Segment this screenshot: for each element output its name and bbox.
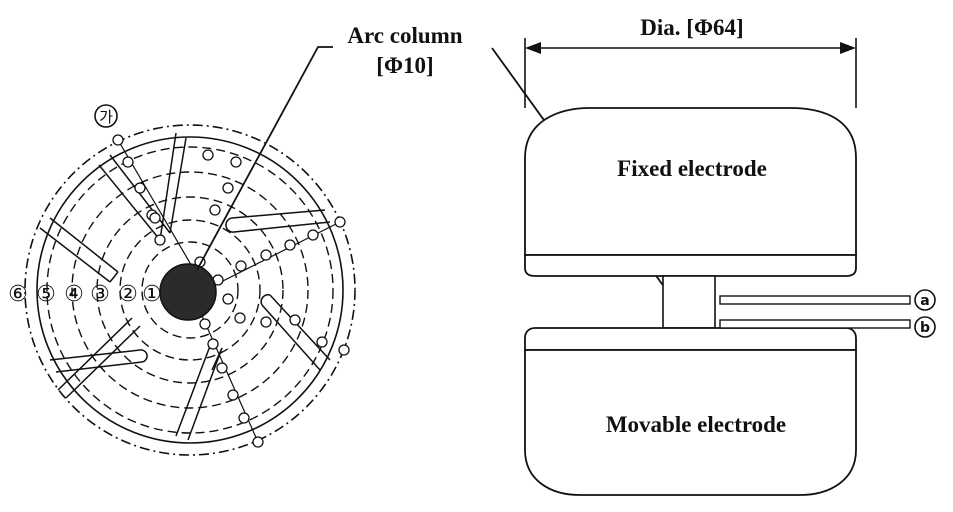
movable-electrode-base bbox=[524, 327, 857, 351]
probe-b-label: b bbox=[920, 320, 930, 336]
spiral-slot-left bbox=[39, 217, 119, 283]
ring-marker-1: ① bbox=[142, 282, 162, 307]
spiral-slot-left-lower bbox=[49, 317, 148, 399]
dimension-arrow-left bbox=[525, 42, 541, 54]
ring-markers: ⑥ ⑤ ④ ③ ② ① bbox=[8, 282, 162, 307]
ring-marker-5: ⑤ bbox=[36, 282, 56, 307]
spiral-slot-right bbox=[225, 209, 331, 233]
probe-b: b bbox=[719, 316, 936, 338]
movable-electrode-label: Movable electrode bbox=[606, 412, 786, 437]
measurement-points bbox=[112, 134, 350, 448]
spiral-slot-right-lower bbox=[260, 294, 331, 371]
outer-boundary-circle bbox=[24, 124, 356, 456]
arc-column-side bbox=[662, 275, 716, 329]
ring-marker-3: ③ bbox=[90, 282, 110, 307]
ring-marker-6: ⑥ bbox=[8, 282, 28, 307]
ring-marker-2: ② bbox=[118, 282, 138, 307]
dimension-arrow-right bbox=[840, 42, 856, 54]
arc-column-spot bbox=[159, 263, 217, 321]
leader-to-top-view bbox=[196, 46, 333, 271]
ring-2 bbox=[141, 241, 239, 339]
fixed-electrode bbox=[524, 107, 857, 277]
arc-column-label: Arc column bbox=[347, 23, 462, 48]
diameter-dimension bbox=[524, 38, 857, 108]
ring-marker-4: ④ bbox=[64, 282, 84, 307]
contact-top-view bbox=[24, 124, 356, 456]
arc-column-diameter-label: [Φ10] bbox=[376, 53, 433, 78]
fixed-electrode-base bbox=[524, 254, 857, 277]
probe-a: a bbox=[719, 289, 936, 311]
movable-electrode bbox=[524, 327, 857, 496]
ring-5 bbox=[71, 171, 309, 409]
ring-4 bbox=[96, 196, 284, 384]
fixed-electrode-label: Fixed electrode bbox=[617, 156, 767, 181]
probe-a-label: a bbox=[920, 293, 929, 309]
ga-marker-label: 가 bbox=[99, 108, 113, 126]
disk-edge-circle bbox=[36, 136, 344, 444]
ring-3 bbox=[119, 219, 261, 361]
ga-marker: 가 bbox=[94, 104, 118, 128]
spiral-slot-bottom bbox=[175, 345, 223, 441]
diameter-label: Dia. [Φ64] bbox=[640, 15, 743, 40]
